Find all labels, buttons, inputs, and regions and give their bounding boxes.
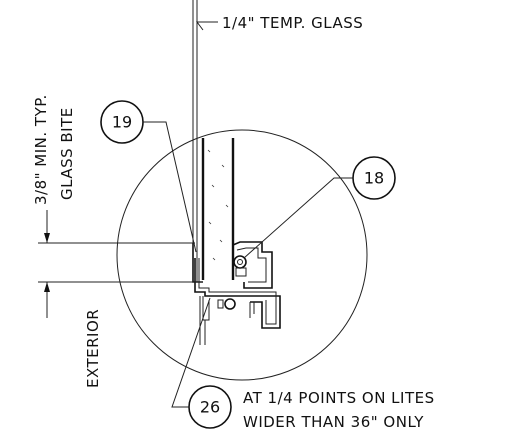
callout-19: 19 xyxy=(100,100,197,253)
callout-18: 18 xyxy=(243,156,396,259)
glass-bite-dimension xyxy=(38,210,203,318)
glass-label: 1/4" TEMP. GLASS xyxy=(222,14,363,32)
glass-pane xyxy=(192,0,235,282)
note-line-2: WIDER THAN 36" ONLY xyxy=(243,413,424,431)
note-line-1: AT 1/4 POINTS ON LITES xyxy=(243,389,435,407)
callout-26: 26 xyxy=(171,297,232,429)
detail-circle xyxy=(116,129,368,381)
glass-bite-label: GLASS BITE xyxy=(58,107,76,200)
min-typ-label: 3/8" MIN. TYP. xyxy=(32,94,50,205)
callout-18-number: 18 xyxy=(364,169,384,188)
glass-leader xyxy=(196,21,218,31)
callout-26-number: 26 xyxy=(200,398,220,417)
exterior-label: EXTERIOR xyxy=(84,309,102,388)
callout-19-number: 19 xyxy=(112,113,132,132)
frame-extrusion xyxy=(192,241,281,345)
